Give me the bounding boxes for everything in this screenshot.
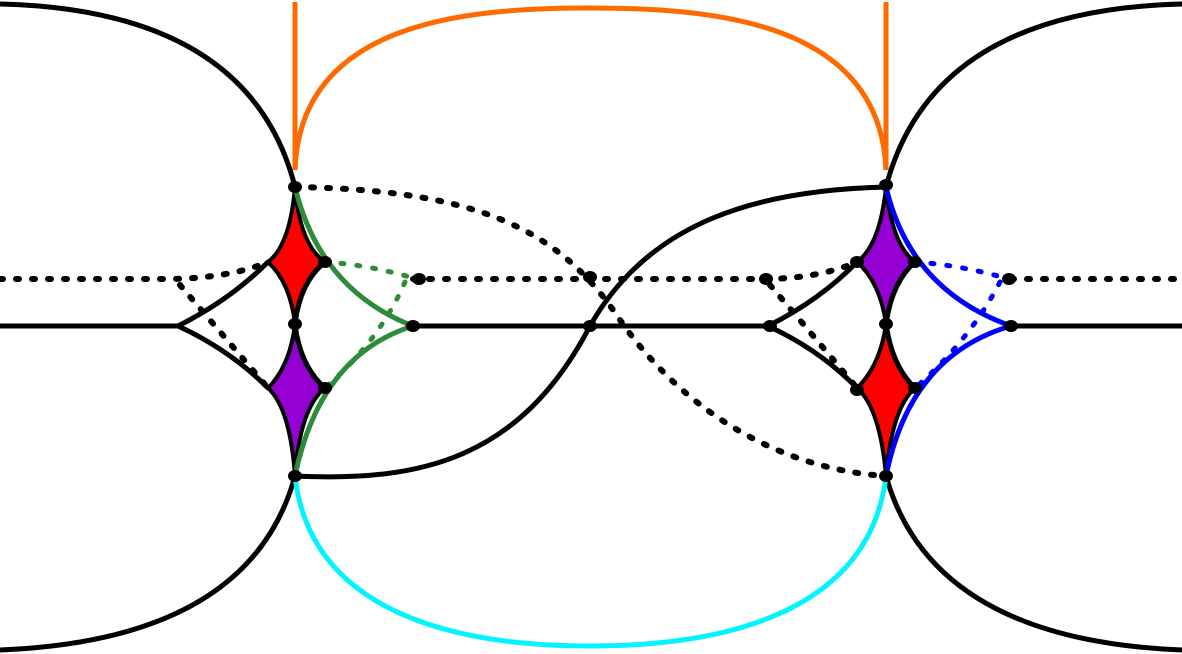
blue-upper-curve <box>883 186 1012 329</box>
green-dotted-top <box>322 259 416 281</box>
vertex <box>879 318 893 330</box>
dotted-right-lower-diag <box>767 282 860 391</box>
dotted-long-diagonal <box>292 184 889 479</box>
blue-curves <box>883 186 1012 477</box>
vertex <box>178 324 182 328</box>
dotted-horizontal-left <box>0 259 271 282</box>
vertex <box>318 382 332 394</box>
green-upper-curve <box>292 186 414 329</box>
green-dotted-diag <box>322 279 408 391</box>
right-lower-wing <box>765 323 860 391</box>
orange-arc <box>292 5 889 171</box>
vertex <box>763 320 777 332</box>
left-lower-wing <box>175 323 271 391</box>
right-lower-red-region <box>854 323 918 477</box>
cyan-arc <box>292 475 889 649</box>
right-upper-purple-region <box>853 186 919 325</box>
vertex <box>850 256 864 268</box>
dotted-lines <box>0 184 1182 479</box>
left-top-outer-arc <box>0 1 298 190</box>
blue-lower-curve <box>883 323 1012 477</box>
blue-dotted-diag <box>912 279 1003 391</box>
left-lower-purple-region <box>265 323 329 477</box>
vertex <box>879 470 893 482</box>
vertex <box>583 271 597 283</box>
vertex <box>879 179 893 191</box>
blue-dotted-top <box>912 259 1008 281</box>
vertex <box>288 318 302 330</box>
vertex <box>318 256 332 268</box>
orange-loop <box>292 2 889 171</box>
dotted-left-lower-diag <box>177 282 271 391</box>
vertex <box>908 382 922 394</box>
left-bottom-outer-arc <box>0 473 298 653</box>
vertices <box>178 179 1018 482</box>
vertex <box>1004 320 1018 332</box>
vertex <box>288 181 302 193</box>
vertex <box>759 273 773 285</box>
right-bottom-outer-arc <box>883 473 1182 653</box>
vertex <box>1002 273 1016 285</box>
right-top-outer-arc <box>883 1 1182 190</box>
vertex <box>406 320 420 332</box>
vertex <box>908 256 922 268</box>
green-curves <box>292 186 416 477</box>
vertex <box>583 320 597 332</box>
vertex <box>412 273 426 285</box>
vertex <box>850 384 864 396</box>
green-lower-curve <box>292 323 414 477</box>
vertex <box>288 470 302 482</box>
left-upper-wing <box>175 259 271 329</box>
right-upper-wing <box>765 259 860 329</box>
